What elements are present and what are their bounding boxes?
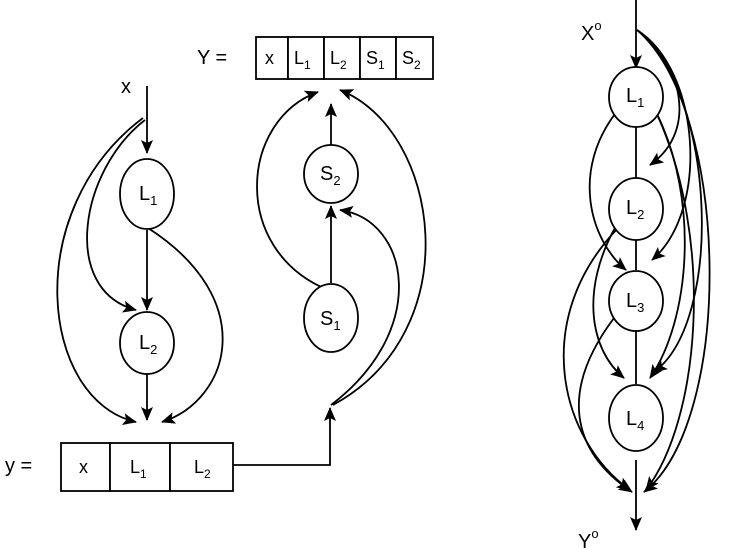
Y-cell-s2: S2 xyxy=(395,36,434,80)
edge-l2-l4 xyxy=(592,225,625,379)
node-r-l3: L3 xyxy=(608,270,664,332)
svg-text:S2: S2 xyxy=(402,48,421,72)
edge-l3-Yo xyxy=(577,317,633,493)
edge-l1-l3 xyxy=(588,109,627,271)
middle-output-label: Y = xyxy=(197,47,227,69)
svg-text:L1: L1 xyxy=(626,85,644,110)
edge-x-l2 xyxy=(86,119,146,313)
edge-l1-y xyxy=(147,227,224,424)
edge-X-Yo xyxy=(636,29,711,493)
middle-graph: S1 S2 Y = x L1 L2 S1 S2 xyxy=(197,36,434,466)
y-cell-x: x xyxy=(60,442,111,492)
right-output-label: Yo xyxy=(578,526,599,553)
edge-X-l3 xyxy=(636,29,692,261)
svg-text:L2: L2 xyxy=(626,197,644,222)
edge-y-Y xyxy=(332,89,427,406)
svg-text:L2: L2 xyxy=(194,457,211,481)
svg-text:L2: L2 xyxy=(139,332,157,357)
Y-cell-s1: S1 xyxy=(359,36,397,80)
y-cell-l1: L1 xyxy=(109,442,171,492)
edge-y-s2 xyxy=(330,205,400,406)
svg-text:S1: S1 xyxy=(366,48,385,72)
svg-text:L1: L1 xyxy=(294,48,311,72)
edge-y-s1 xyxy=(233,407,336,466)
node-s2: S2 xyxy=(303,144,359,204)
Y-cell-x: x xyxy=(255,36,289,80)
left-graph: x L1 L2 y = x L1 L2 xyxy=(5,76,234,492)
svg-text:S1: S1 xyxy=(320,308,341,333)
node-r-l1: L1 xyxy=(608,66,664,128)
svg-text:L1: L1 xyxy=(130,457,147,481)
svg-text:S2: S2 xyxy=(320,163,341,188)
node-l2: L2 xyxy=(119,311,175,375)
Y-cell-l1: L1 xyxy=(287,36,325,80)
Y-cell-l2: L2 xyxy=(323,36,361,80)
svg-text:L1: L1 xyxy=(139,183,157,208)
svg-text:x: x xyxy=(79,457,88,477)
node-l1: L1 xyxy=(119,158,175,230)
left-input-label: x xyxy=(121,76,131,98)
edge-l2-Yo xyxy=(562,227,631,491)
edge-l1-Yo xyxy=(645,111,695,491)
right-input-label: Xo xyxy=(581,18,602,45)
svg-text:L2: L2 xyxy=(330,48,347,72)
edge-s1-Y xyxy=(256,90,329,291)
node-r-l2: L2 xyxy=(608,177,664,241)
svg-text:L4: L4 xyxy=(626,408,644,433)
right-graph: Xo L1 L2 L3 xyxy=(562,0,711,553)
left-output-label: y = xyxy=(5,455,32,477)
edge-x-y xyxy=(56,117,144,425)
svg-text:x: x xyxy=(265,48,274,68)
svg-text:L3: L3 xyxy=(626,290,644,315)
node-s1: S1 xyxy=(303,283,359,353)
y-cell-l2: L2 xyxy=(169,442,234,492)
node-r-l4: L4 xyxy=(608,384,664,452)
